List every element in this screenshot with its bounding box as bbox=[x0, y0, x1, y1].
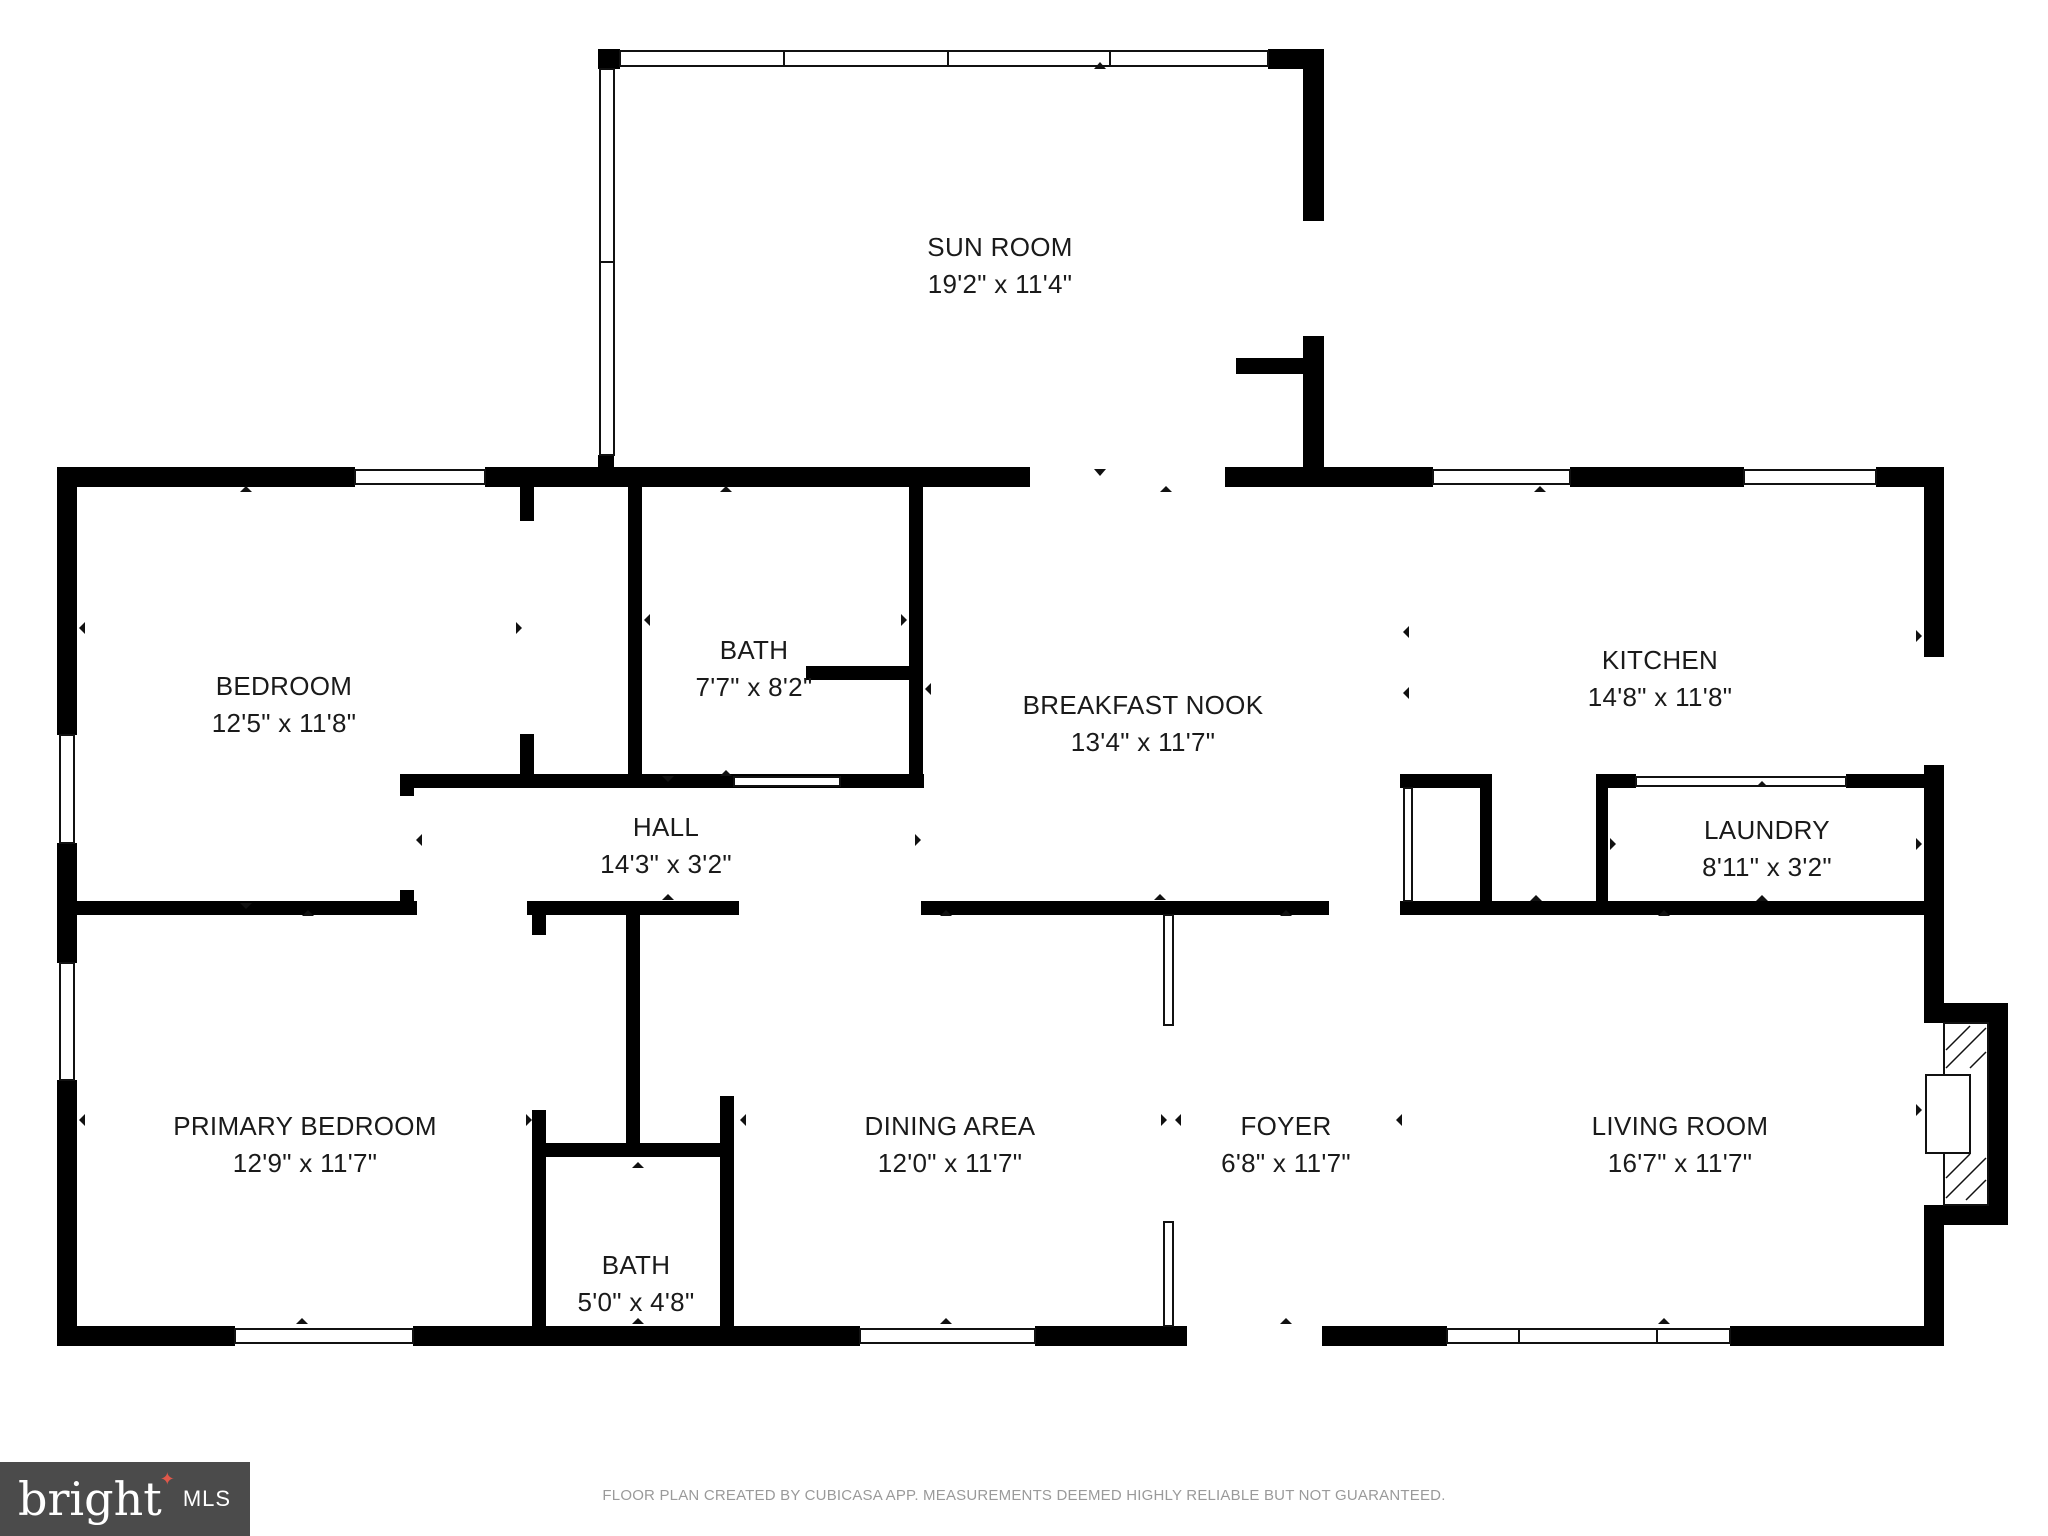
room-primary-bedroom-dims: 12'9" x 11'7" bbox=[233, 1148, 378, 1178]
room-bath-lower-name: BATH bbox=[602, 1250, 671, 1280]
room-breakfast-nook-dims: 13'4" x 11'7" bbox=[1071, 727, 1216, 757]
room-foyer-dims: 6'8" x 11'7" bbox=[1221, 1148, 1351, 1178]
room-sun-room-dims: 19'2" x 11'4" bbox=[928, 269, 1073, 299]
room-kitchen-name: KITCHEN bbox=[1602, 645, 1718, 675]
dimension-markers bbox=[79, 62, 1922, 1324]
bright-mls-logo: bright✦ MLS bbox=[0, 1462, 250, 1536]
room-laundry-name: LAUNDRY bbox=[1704, 815, 1830, 845]
fireplace bbox=[1925, 1022, 1989, 1206]
logo-star-icon: ✦ bbox=[159, 1468, 175, 1489]
room-sun-room-name: SUN ROOM bbox=[927, 232, 1072, 262]
windows bbox=[59, 50, 1877, 1344]
walls bbox=[57, 49, 2008, 1346]
room-dining-area-name: DINING AREA bbox=[865, 1111, 1036, 1141]
room-laundry-dims: 8'11" x 3'2" bbox=[1702, 852, 1832, 882]
room-primary-bedroom-name: PRIMARY BEDROOM bbox=[173, 1111, 437, 1141]
room-bath-lower-dims: 5'0" x 4'8" bbox=[578, 1287, 695, 1317]
room-living-room-dims: 16'7" x 11'7" bbox=[1608, 1148, 1753, 1178]
disclaimer-text: FLOOR PLAN CREATED BY CUBICASA APP. MEAS… bbox=[602, 1487, 1446, 1504]
room-hall-name: HALL bbox=[633, 812, 699, 842]
logo-brand: bright bbox=[18, 1472, 162, 1526]
room-bath-upper-name: BATH bbox=[720, 635, 789, 665]
room-living-room-name: LIVING ROOM bbox=[1592, 1111, 1769, 1141]
room-dining-area-dims: 12'0" x 11'7" bbox=[878, 1148, 1023, 1178]
room-labels: SUN ROOM 19'2" x 11'4" BEDROOM 12'5" x 1… bbox=[173, 232, 1832, 1317]
room-bath-upper-dims: 7'7" x 8'2" bbox=[696, 672, 813, 702]
room-kitchen-dims: 14'8" x 11'8" bbox=[1588, 682, 1733, 712]
room-breakfast-nook-name: BREAKFAST NOOK bbox=[1023, 690, 1264, 720]
room-bedroom-name: BEDROOM bbox=[216, 671, 352, 701]
room-bedroom-dims: 12'5" x 11'8" bbox=[212, 708, 357, 738]
room-hall-dims: 14'3" x 3'2" bbox=[600, 849, 732, 879]
logo-mls: MLS bbox=[182, 1486, 232, 1511]
room-foyer-name: FOYER bbox=[1240, 1111, 1331, 1141]
